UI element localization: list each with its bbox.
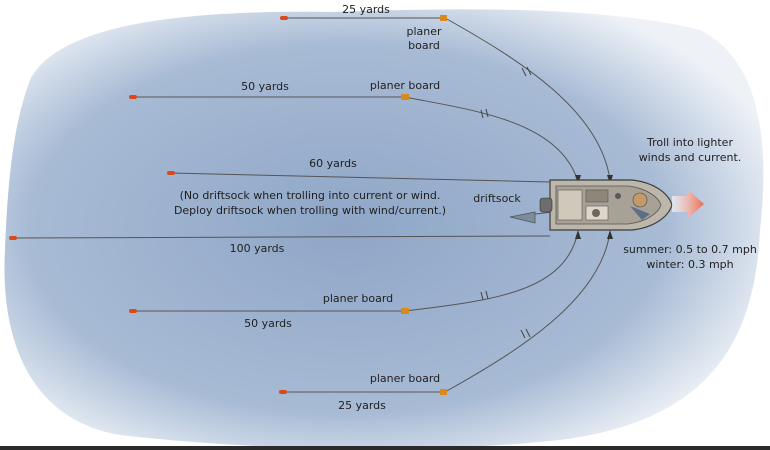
label-lower-distance: 50 yards: [244, 317, 292, 330]
direction-arrow-icon: [672, 190, 704, 218]
label-long-distance: 100 yards: [230, 242, 285, 255]
release-clips: [480, 66, 532, 339]
bottom-rule: [0, 446, 770, 450]
line-60-yards: [169, 172, 551, 183]
label-troll-line2: winds and current.: [639, 151, 742, 164]
lure-center: [167, 171, 175, 175]
tether-top-board: [444, 17, 611, 181]
planer-board-bottom: [440, 389, 447, 395]
lure-lower: [129, 309, 137, 313]
label-note-line2: Deploy driftsock when trolling with wind…: [174, 204, 446, 217]
tether-upper-board: [404, 96, 579, 183]
boat: [539, 179, 673, 231]
label-lower-board: planer board: [323, 292, 393, 305]
label-speed-winter: winter: 0.3 mph: [646, 258, 733, 271]
lure-top: [280, 16, 288, 20]
lure-long: [9, 236, 17, 240]
label-speed-summer: summer: 0.5 to 0.7 mph: [623, 243, 757, 256]
tether-lower-board: [404, 231, 579, 312]
tether-bottom-board: [444, 231, 611, 393]
outboard-motor: [539, 197, 553, 213]
label-bottom-distance: 25 yards: [338, 399, 386, 412]
planer-board-upper: [401, 94, 409, 100]
lure-upper: [129, 95, 137, 99]
lures: [9, 16, 288, 394]
water-area: [4, 9, 764, 450]
planer-boards: [401, 15, 447, 395]
driftsock: [509, 211, 553, 224]
label-driftsock: driftsock: [473, 192, 521, 205]
label-upper-distance: 50 yards: [241, 80, 289, 93]
label-troll-line1: Troll into lighter: [646, 136, 733, 149]
label-upper-board: planer board: [370, 79, 440, 92]
planer-board-top: [440, 15, 447, 21]
label-note-line1: (No driftsock when trolling into current…: [180, 189, 441, 202]
line-100-yards: [11, 235, 551, 239]
planer-board-lower: [401, 308, 409, 314]
label-top-board-line2: board: [408, 39, 440, 52]
label-top-board-line1: planer: [406, 25, 442, 38]
label-top-distance: 25 yards: [342, 3, 390, 16]
lure-bottom: [279, 390, 287, 394]
angler: [632, 192, 648, 208]
label-center-distance: 60 yards: [309, 157, 357, 170]
label-bottom-board: planer board: [370, 372, 440, 385]
